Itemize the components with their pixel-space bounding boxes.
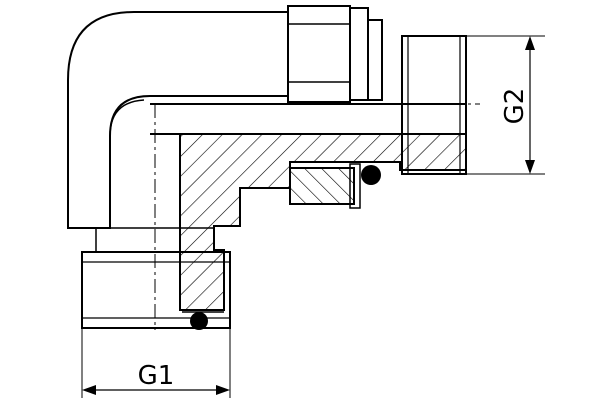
locknut [349,7,369,101]
seal-washer [367,19,383,101]
bottom-o-ring [190,312,208,330]
top-nut [287,5,351,103]
dimension-g1-label: G1 [138,361,175,391]
elbow-outline [67,11,289,229]
right-o-ring [361,165,381,185]
elbow-inner-bend [109,99,145,228]
hatched-body-section [179,133,467,311]
dimension-g2-label: G2 [500,88,530,125]
hatched-insert [289,167,355,205]
